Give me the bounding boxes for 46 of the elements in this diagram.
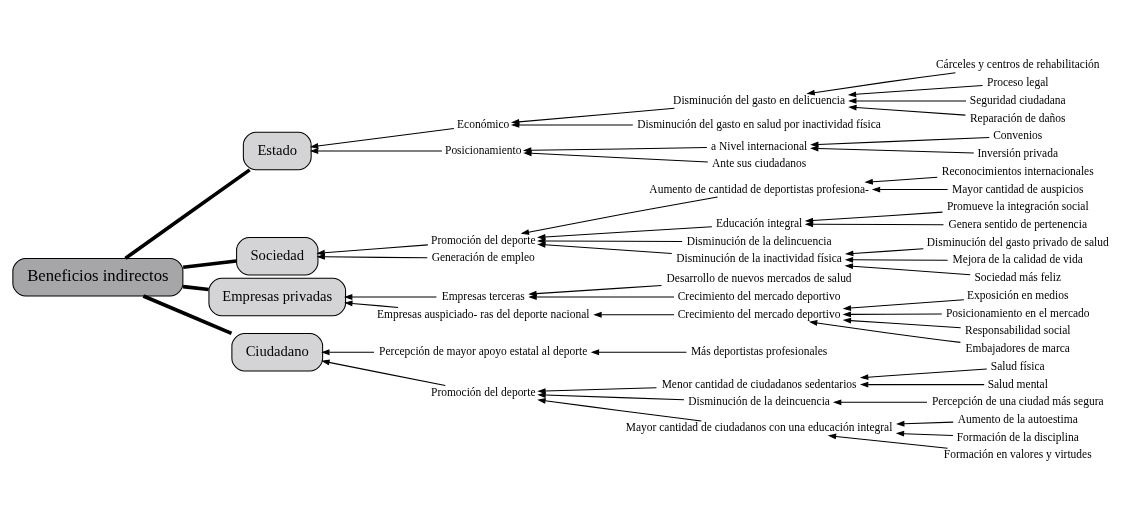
node-text: Desarrollo de nuevos mercados de salud bbox=[666, 271, 852, 284]
node-text: Salud mental bbox=[987, 377, 1048, 390]
node-text: Aumento de la autoestima bbox=[957, 412, 1078, 425]
node-text: Educación integral bbox=[715, 216, 803, 229]
node-text: Percepción de mayor apoyo estatal al deporte bbox=[379, 344, 588, 357]
node-text: Crecimiento del mercado deportivo bbox=[677, 307, 841, 320]
node-text: Menor cantidad de ciudadanos sedentarios bbox=[661, 377, 857, 390]
node-text: Reconocimientos internacionales bbox=[941, 164, 1094, 177]
node-text: Promueve la integración social bbox=[946, 199, 1089, 212]
node-text: Promoción del deporte bbox=[431, 385, 536, 398]
node-text: Disminución del gasto en salud por inactividad física bbox=[637, 117, 881, 130]
node-text: Mejora de la calidad de vida bbox=[952, 252, 1083, 265]
node-text: Disminución de la inactividad física bbox=[676, 251, 842, 264]
node-text: Disminución del gasto en delicuencia bbox=[673, 93, 846, 106]
node-text: Generación de empleo bbox=[431, 250, 535, 263]
node-text: Inversión privada bbox=[977, 146, 1059, 159]
node-text: Económico bbox=[457, 117, 510, 130]
node-text: a Nivel internacional bbox=[711, 139, 808, 152]
node-text: Percepción de una ciudad más segura bbox=[931, 394, 1104, 407]
node-text: Responsabilidad social bbox=[965, 323, 1071, 336]
node-text: Seguridad ciudadana bbox=[969, 93, 1066, 106]
node-text: Ante sus ciudadanos bbox=[711, 156, 807, 169]
node-text: Más deportistas profesionales bbox=[690, 344, 828, 357]
node-text: Disminución de la delincuencia bbox=[686, 234, 832, 247]
node-text: Salud física bbox=[990, 359, 1045, 372]
node-text: Posicionamiento bbox=[445, 143, 522, 156]
node-text: Formación de la disciplina bbox=[956, 430, 1079, 443]
node-text: Mayor cantidad de auspicios bbox=[951, 182, 1084, 194]
node-text: Cárceles y centros de rehabilitación bbox=[935, 57, 1100, 70]
node-text: Promoción del deporte bbox=[431, 233, 536, 246]
node-text: Exposición en medios bbox=[967, 288, 1069, 301]
node-text: Formación en valores y virtudes bbox=[943, 447, 1092, 460]
node-text: Posicionamiento en el mercado bbox=[945, 306, 1090, 319]
node-text: Mayor cantidad de ciudadanos con una educación integral bbox=[625, 420, 893, 433]
node-text: Proceso legal bbox=[987, 75, 1049, 88]
node-text: Genera sentido de pertenencia bbox=[948, 217, 1087, 230]
node-text: Convenios bbox=[993, 128, 1043, 141]
node-text: Aumento de cantidad de deportistas profesiona- bbox=[649, 182, 869, 194]
node-text: Reparación de daños bbox=[969, 111, 1066, 124]
node-text: Embajadores de marca bbox=[965, 341, 1070, 354]
node-text: Empresas terceras bbox=[441, 289, 525, 302]
node-text: Sociedad más feliz bbox=[974, 270, 1062, 283]
node-text: Crecimiento del mercado deportivo bbox=[677, 289, 841, 302]
node-text: Empresas auspiciado- ras del deporte nacional bbox=[377, 307, 590, 320]
node-text: Disminución de la deincuencia bbox=[688, 394, 830, 407]
node-text: Disminución del gasto privado de salud bbox=[926, 235, 1109, 248]
